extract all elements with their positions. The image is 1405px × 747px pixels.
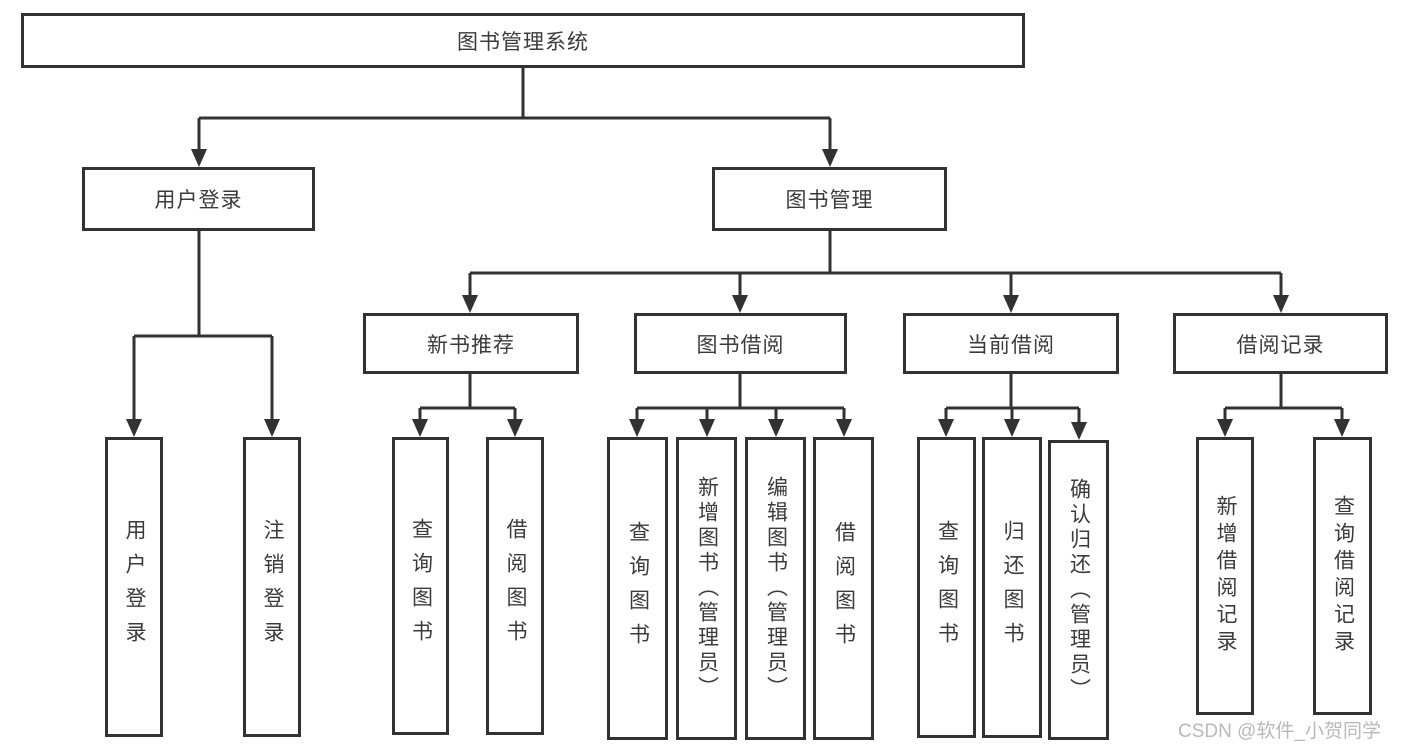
node-label: 借阅记录 [1236,333,1325,357]
arrow-down-icon [126,419,142,437]
node-borrowing-records: 借阅记录 [1173,313,1388,374]
node-label: 用户登录 [123,519,146,655]
connector-book-borrowing [635,374,846,422]
node-label: 注销登录 [261,519,284,655]
node-label: 查询图书 [409,518,433,654]
leaf-user-login: 用户登录 [105,437,163,737]
leaf-logout: 注销登录 [243,437,301,737]
connector-book-management [468,231,1283,298]
arrow-down-icon [822,149,838,167]
connector-new-book-recommendation [418,374,517,422]
arrow-down-icon [264,419,280,437]
node-label: 图书借阅 [696,333,785,357]
connector-user-login [132,231,274,422]
node-label: 查询借阅记录 [1331,495,1355,657]
connector-borrowing-records [1223,374,1344,422]
node-label: 查询图书 [935,519,959,656]
node-label: 新增借阅记录 [1214,495,1237,657]
node-label: 图书管理 [785,189,874,212]
arrow-down-icon [507,419,523,437]
node-user-login: 用户登录 [82,167,315,231]
leaf-borrow-books-recommend: 借阅图书 [486,437,544,735]
leaf-add-books-admin: 新增图书（管理员） [676,437,737,740]
leaf-add-borrowing-record: 新增借阅记录 [1196,437,1254,715]
leaf-query-borrowing-record: 查询借阅记录 [1313,437,1372,715]
arrow-down-icon [191,149,207,167]
arrow-down-icon [1003,295,1019,313]
node-current-borrowing: 当前借阅 [903,313,1119,374]
arrow-down-icon [629,419,645,437]
leaf-return-books: 归还图书 [982,437,1042,738]
arrow-down-icon [699,419,715,437]
leaf-query-books-current: 查询图书 [917,437,976,738]
csdn-watermark: CSDN @软件_小贺同学 [1178,721,1381,742]
leaf-confirm-return-admin: 确认归还（管理员） [1048,440,1109,740]
arrow-down-icon [462,295,478,313]
leaf-query-books-recommend: 查询图书 [392,437,449,735]
node-label: 借阅图书 [504,518,527,654]
arrow-down-icon [412,419,428,437]
arrow-down-icon [938,419,954,437]
node-label: 借阅图书 [832,520,856,657]
arrow-down-icon [836,419,852,437]
node-label: 归还图书 [1001,519,1024,656]
leaf-query-books-borrowing: 查询图书 [607,437,668,740]
node-label: 新增图书（管理员） [695,476,719,701]
connector-root [197,68,832,152]
node-book-management: 图书管理 [712,167,947,231]
node-label: 当前借阅 [967,333,1055,357]
node-label: 用户登录 [154,189,243,212]
arrow-down-icon [1217,419,1233,437]
node-new-book-recommendation: 新书推荐 [363,313,579,374]
node-label: 图书管理系统 [457,30,589,54]
connector-current-borrowing [944,374,1081,425]
node-book-borrowing: 图书借阅 [634,313,847,374]
arrow-down-icon [1273,295,1289,313]
arrow-down-icon [1004,419,1020,437]
node-label: 查询图书 [626,520,650,657]
arrow-down-icon [1334,419,1350,437]
arrow-down-icon [732,295,748,313]
node-label: 新书推荐 [427,333,515,357]
node-label: 编辑图书（管理员） [764,476,788,701]
leaf-edit-books-admin: 编辑图书（管理员） [745,437,806,740]
arrow-down-icon [1071,422,1087,440]
arrow-down-icon [768,419,784,437]
leaf-borrow-books: 借阅图书 [813,437,874,740]
node-library-management-system: 图书管理系统 [21,13,1025,68]
node-label: 确认归还（管理员） [1067,477,1091,703]
